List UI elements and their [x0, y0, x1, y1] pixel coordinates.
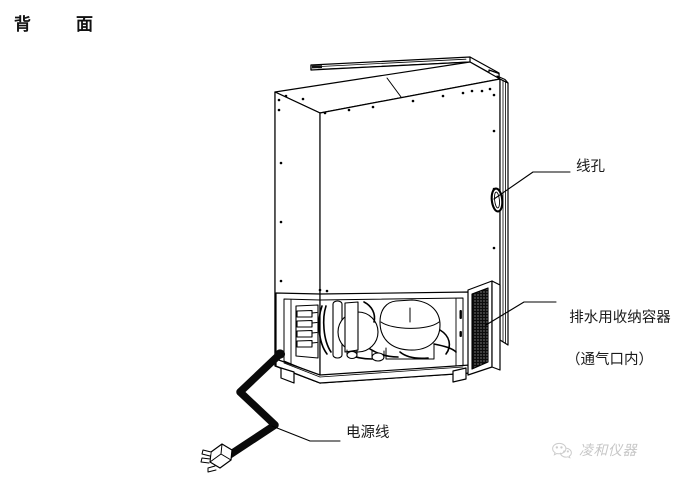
bay-latches [459, 310, 462, 337]
leader-lines [271, 171, 571, 442]
watermark-text: 凌和仪器 [579, 443, 637, 459]
leader-power-cord [271, 425, 341, 442]
power-plug [200, 443, 233, 473]
callout-wire-hole: 线孔 [576, 159, 605, 175]
fan-shroud [344, 301, 359, 353]
callout-power-cord: 电源线 [346, 425, 390, 441]
callout-drain-container-sublabel: （通气口内） [566, 352, 653, 368]
callout-drain-container-label: 排水用收纳容器 [569, 310, 671, 326]
page-title: 背 面 [14, 15, 107, 35]
leader-drain-container [485, 301, 557, 326]
wechat-icon [552, 442, 572, 459]
callout-drain-container: 排水用收纳容器 （通气口内） [560, 287, 671, 392]
wire-hole [490, 187, 504, 213]
machinery-assembly [295, 299, 457, 362]
terminal-block [295, 304, 319, 359]
compressor [379, 299, 441, 360]
vent-grille [467, 280, 501, 376]
watermark: 凌和仪器 [551, 440, 637, 460]
right-side-panel [496, 75, 509, 346]
power-cord [224, 349, 286, 460]
leader-wire-hole [493, 171, 571, 200]
leveling-feet [280, 367, 467, 384]
drier-canisters [346, 349, 385, 362]
